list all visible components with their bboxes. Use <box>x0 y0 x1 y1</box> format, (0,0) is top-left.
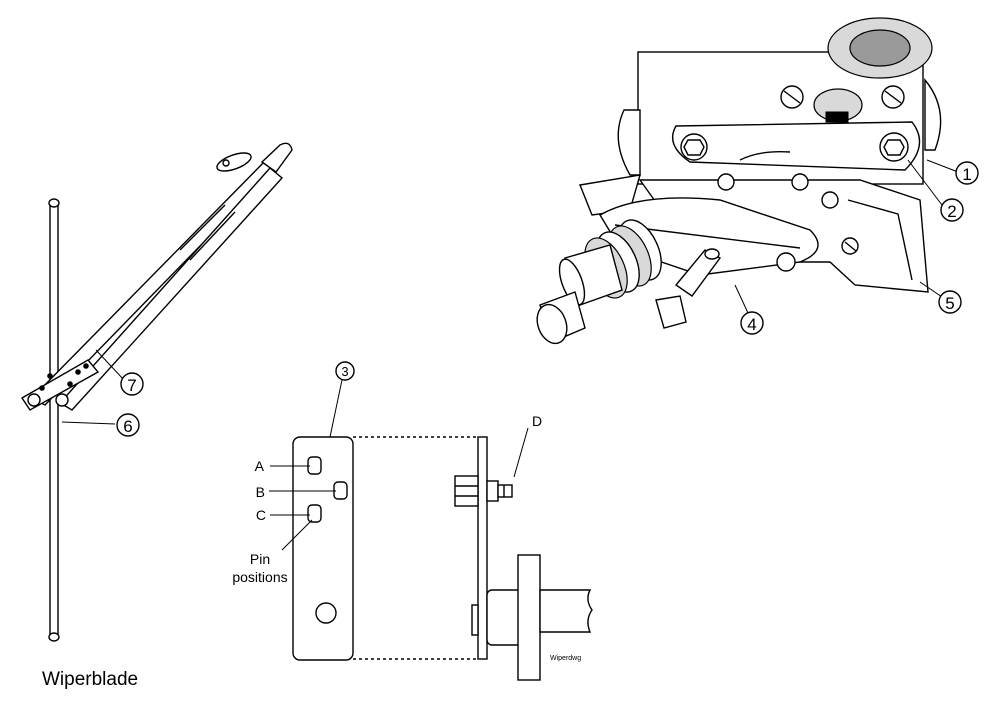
callout-7-label: 7 <box>127 376 136 395</box>
pivot-bolt-icon <box>55 393 69 407</box>
wiper-arm-outer <box>30 157 280 406</box>
callout-5-label: 5 <box>945 294 954 313</box>
callout-2-label: 2 <box>947 202 956 221</box>
pivot-bolt-icon <box>27 393 41 407</box>
pin-letter-c: C <box>256 507 266 523</box>
crank-arm-side <box>477 436 488 660</box>
wiper-blade-assembly: 7 6 Wiperblade <box>21 142 293 690</box>
connecting-link <box>672 121 921 171</box>
callout-6-label: 6 <box>123 417 132 436</box>
pin-position-detail: 3 A B C Pin positions D <box>232 361 593 681</box>
wiper-blade <box>49 199 59 641</box>
pin-letter-b: B <box>256 484 265 500</box>
pin-bolt <box>655 295 687 329</box>
mounting-flange <box>517 554 541 681</box>
callout-4-label: 4 <box>747 315 756 334</box>
wiper-motor-assembly: 1 2 5 4 <box>536 17 979 345</box>
callout-3-label: 3 <box>341 364 348 379</box>
pin-hole-c <box>307 504 322 523</box>
callout-4 <box>740 311 764 335</box>
motor-shaft <box>539 589 593 633</box>
pin-letter-d: D <box>532 413 542 429</box>
callout-7 <box>120 372 144 396</box>
callout-2 <box>940 198 964 222</box>
callout-6 <box>116 413 140 437</box>
wiperblade-label: Wiperblade <box>42 669 138 690</box>
callout-3 <box>335 361 355 381</box>
pin-positions-label-line1: Pin <box>250 551 270 567</box>
pin-positions-label-line2: positions <box>232 569 287 585</box>
pin-nut <box>454 475 479 507</box>
pin-letter-a: A <box>255 458 265 474</box>
shaft-hub <box>486 589 523 646</box>
crank-arm-face <box>292 436 354 661</box>
callout-5 <box>938 290 962 314</box>
shaft-hole <box>315 602 337 624</box>
callout-1 <box>955 161 979 185</box>
drawing-reference: Wiperdwg <box>550 655 581 662</box>
callout-1-label: 1 <box>962 165 971 184</box>
wiper-arm-inner <box>58 167 284 411</box>
